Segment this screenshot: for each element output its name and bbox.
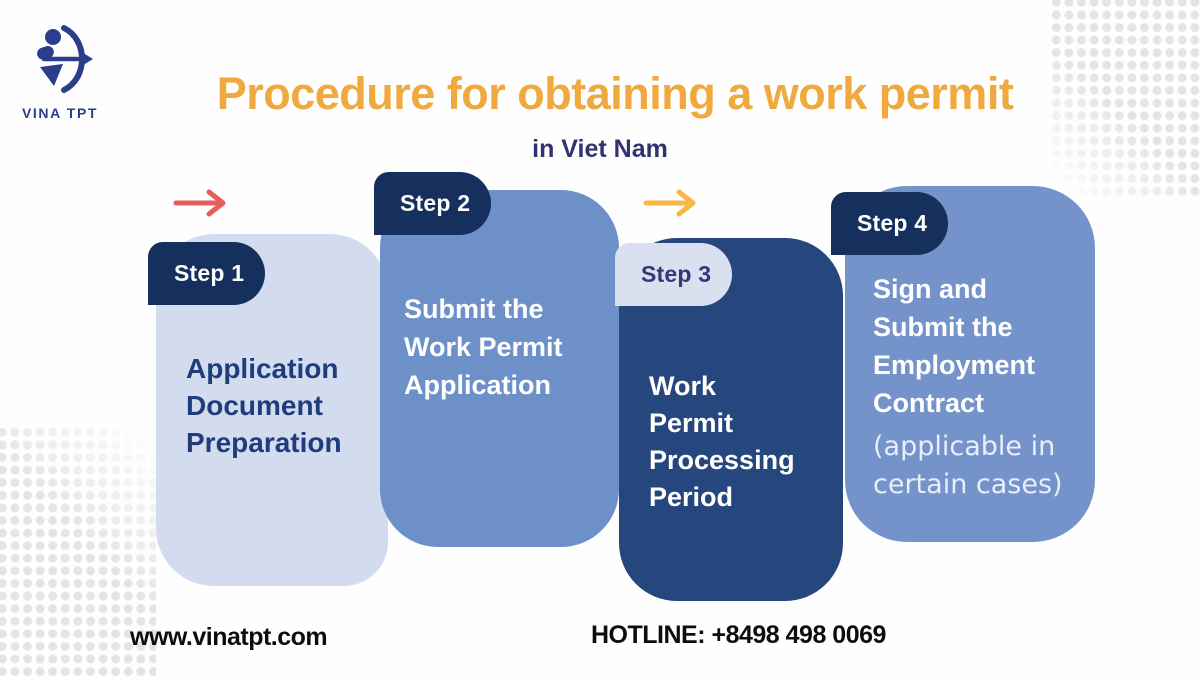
step-card-1: Step 1 Application Document Preparation (148, 234, 388, 586)
step-note-4: (applicable in certain cases) (873, 431, 1063, 500)
archer-icon (12, 20, 108, 102)
step-title-3: Work Permit Processing Period (649, 371, 795, 512)
page-subtitle: in Viet Nam (532, 135, 668, 163)
flow-arrow-1-icon (172, 188, 234, 223)
step-badge-3: Step 3 (615, 243, 732, 306)
step-badge-4: Step 4 (831, 192, 948, 255)
step-card-4: Step 4 Sign and Submit the Employment Co… (831, 186, 1095, 542)
dot-pattern-top-right (1050, 0, 1200, 198)
page-title: Procedure for obtaining a work permit (216, 68, 1014, 119)
step-card-3: Step 3 Work Permit Processing Period (615, 238, 843, 601)
dot-pattern-bottom-left (0, 426, 156, 679)
step-title-2: Submit the Work Permit Application (404, 294, 563, 400)
step-title-4: Sign and Submit the Employment Contract (873, 274, 1036, 418)
brand-name: VINA TPT (21, 105, 99, 121)
step-card-2: Step 2 Submit the Work Permit Applicatio… (374, 172, 619, 547)
website-url: www.vinatpt.com (130, 623, 328, 651)
step-badge-1: Step 1 (148, 242, 265, 305)
flow-arrow-2-icon (642, 188, 704, 223)
hotline-text: HOTLINE: +8498 498 0069 (591, 621, 886, 649)
brand-logo: VINA TPT (12, 20, 108, 121)
step-title-1: Application Document Preparation (186, 353, 342, 458)
step-badge-2: Step 2 (374, 172, 491, 235)
